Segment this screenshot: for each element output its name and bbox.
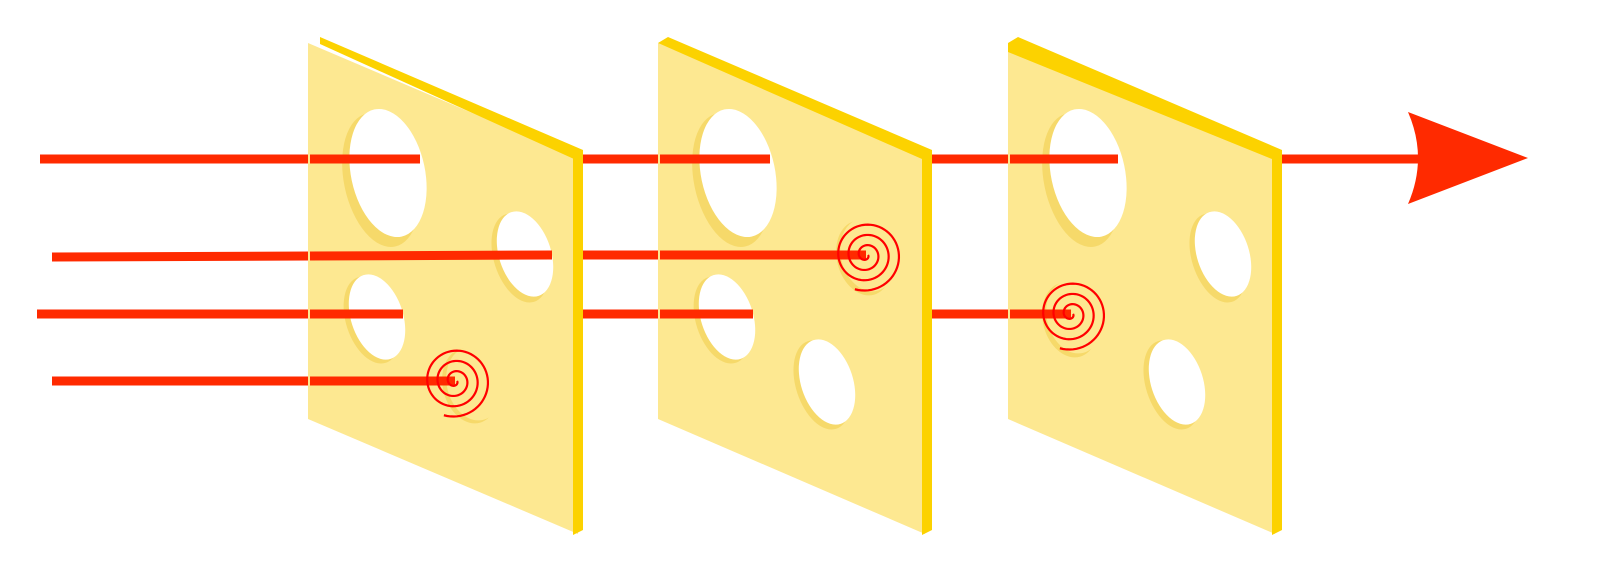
cheese-layer-1 (308, 37, 583, 535)
cheese-layer-2-top-edge (658, 37, 932, 159)
cheese-layer-3-hole-1 (1042, 108, 1127, 247)
cheese-layer-3-top-edge (1008, 37, 1282, 159)
cheese-layer-2 (658, 37, 932, 535)
cheese-layer-3-side-edge (1272, 152, 1282, 535)
ray-3-spiral (1042, 282, 1106, 351)
cheese-layer-1-top-edge (320, 37, 583, 159)
cheese-layer-3-hole-4 (1143, 339, 1206, 430)
cheese-layer-3-hole-2 (1189, 211, 1252, 303)
ray-4-spiral (426, 349, 490, 418)
ray-4-spiral-path (426, 349, 490, 418)
ray-2-spiral (837, 223, 901, 292)
ray-2-through-layer-1 (309, 250, 553, 261)
cheese-layer-2-side-edge (922, 152, 932, 535)
cheese-layer-1-hole-1 (342, 108, 427, 247)
ray-2-spiral-path (837, 223, 901, 292)
ray-2-segment-1 (51, 251, 311, 262)
cheese-layer-1-hole-3 (343, 274, 406, 364)
cheese-layer-3 (1008, 37, 1282, 535)
cheese-layer-1-side-edge (573, 152, 583, 535)
ray-3-spiral-path (1042, 282, 1106, 351)
cheese-layer-2-hole-1 (692, 108, 777, 247)
cheese-layer-2-hole-4 (793, 339, 856, 430)
arrowhead (1408, 112, 1528, 204)
